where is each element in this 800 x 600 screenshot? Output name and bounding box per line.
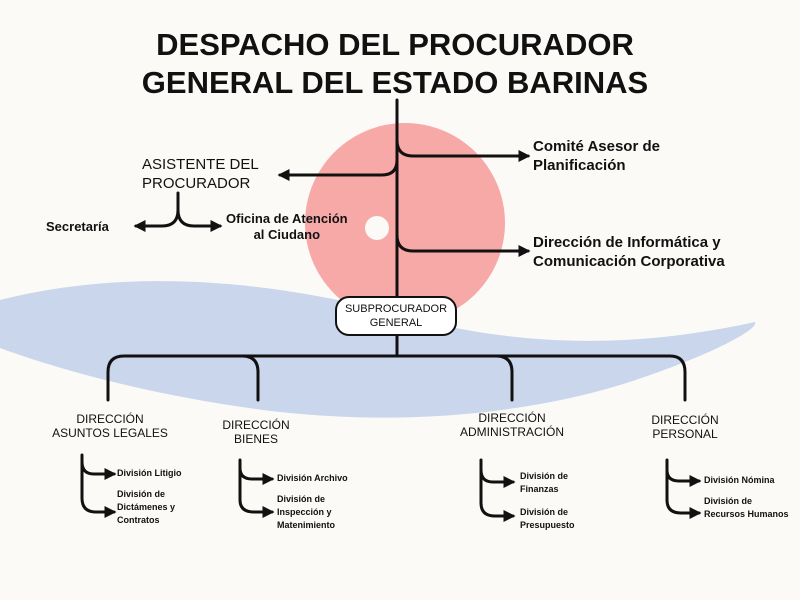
division-line: Inspección y	[277, 507, 332, 517]
subprocurador-line-1: SUBPROCURADOR	[344, 303, 448, 315]
branch-line	[106, 354, 687, 402]
division-line: Contratos	[117, 515, 160, 525]
direccion-line-2: ADMINISTRACIÓN	[459, 425, 564, 439]
division-line: Dictámenes y	[117, 502, 176, 512]
division-line: Recursos Humanos	[704, 509, 789, 519]
direccion-line-1: DIRECCIÓN	[651, 413, 719, 427]
page-title: DESPACHO DEL PROCURADOR GENERAL DEL ESTA…	[0, 26, 790, 102]
decorative-swoosh	[0, 281, 756, 418]
division-line: División de	[277, 494, 326, 504]
direccion-line-1: DIRECCIÓN	[222, 418, 290, 432]
direccion-line-2: ASUNTOS LEGALES	[52, 426, 168, 440]
decorative-circle-hole	[365, 216, 389, 240]
informatica-line-2: Comunicación Corporativa	[533, 253, 725, 270]
title-line-2: GENERAL DEL ESTADO BARINAS	[141, 65, 649, 100]
division-line: División de	[520, 471, 569, 481]
division-line: Presupuesto	[520, 520, 575, 530]
division-inspeccion: División de Inspección y Matenimiento	[277, 493, 335, 532]
direccion-personal: DIRECCIÓN PERSONAL	[640, 413, 730, 441]
title-line-1: DESPACHO DEL PROCURADOR	[156, 27, 634, 62]
division-finanzas: División de Finanzas	[520, 470, 568, 496]
direccion-bienes: DIRECCIÓN BIENES	[210, 418, 302, 446]
division-line: Matenimiento	[277, 520, 336, 530]
division-line: Finanzas	[520, 484, 559, 494]
secretaria-label: Secretaría	[46, 219, 109, 234]
division-recursos-humanos: División de Recursos Humanos	[704, 495, 789, 521]
division-line: División de	[704, 496, 753, 506]
division-line: División de	[520, 507, 569, 517]
asistente-line-2: PROCURADOR	[142, 175, 251, 192]
division-nomina: División Nómina	[704, 475, 775, 485]
asistente-line-1: ASISTENTE DEL	[142, 156, 259, 173]
decorative-circle	[305, 123, 505, 323]
division-presupuesto: División de Presupuesto	[520, 506, 575, 532]
arrow-asistente	[277, 158, 399, 181]
direccion-line-2: BIENES	[233, 432, 278, 446]
oficina-label: Oficina de Atención al Ciudano	[226, 211, 348, 243]
arrow-informatica	[395, 233, 531, 257]
direccion-line-2: PERSONAL	[652, 427, 718, 441]
division-archivo: División Archivo	[277, 473, 348, 483]
division-line: División de	[117, 489, 166, 499]
subprocurador-box: SUBPROCURADOR GENERAL	[335, 296, 457, 336]
arrow-oficina	[176, 208, 223, 232]
direccion-administracion: DIRECCIÓN ADMINISTRACIÓN	[450, 411, 574, 439]
division-dictamenes: División de Dictámenes y Contratos	[117, 488, 175, 527]
direccion-asuntos-legales: DIRECCIÓN ASUNTOS LEGALES	[48, 412, 172, 440]
comite-label: Comité Asesor de Planificación	[533, 137, 660, 175]
oficina-line-1: Oficina de Atención	[226, 211, 348, 226]
arrow-comite	[395, 138, 531, 162]
comite-line-1: Comité Asesor de	[533, 138, 660, 155]
direccion-line-1: DIRECCIÓN	[478, 411, 546, 425]
division-litigio: División Litigio	[117, 468, 182, 478]
informatica-label: Dirección de Informática y Comunicación …	[533, 233, 725, 271]
arrow-secretaria	[133, 191, 180, 232]
subprocurador-line-2: GENERAL	[369, 317, 423, 329]
asistente-label: ASISTENTE DEL PROCURADOR	[142, 155, 259, 193]
direccion-line-1: DIRECCIÓN	[76, 412, 144, 426]
oficina-line-2: al Ciudano	[253, 227, 321, 242]
informatica-line-1: Dirección de Informática y	[533, 234, 721, 251]
comite-line-2: Planificación	[533, 157, 626, 174]
